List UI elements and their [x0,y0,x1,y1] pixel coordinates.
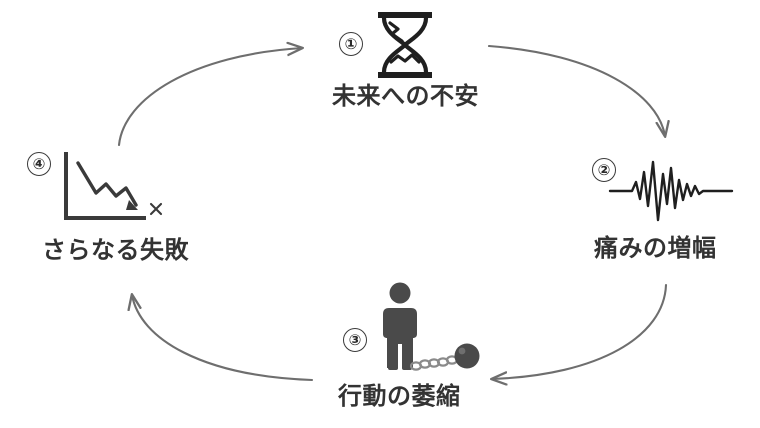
step-badge-2: ② [592,158,616,182]
node-3-label: 行動の萎縮 [338,382,461,410]
hourglass-icon [374,10,436,80]
step-badge-1: ① [339,32,363,56]
arrow-1-to-2 [487,44,665,136]
person-ball-and-chain-icon [368,282,484,374]
node-1-label: 未来への不安 [332,82,479,110]
arrow-3-to-4 [132,295,314,382]
declining-chart-icon [60,150,170,230]
arrow-2-to-3 [492,283,668,379]
step-badge-3: ③ [343,328,367,352]
arrow-4-to-1 [117,48,302,147]
step-badge-4: ④ [27,152,51,176]
node-4-label: さらなる失敗 [42,236,189,264]
waveform-icon [608,158,734,224]
node-2-label: 痛みの増幅 [594,234,717,262]
